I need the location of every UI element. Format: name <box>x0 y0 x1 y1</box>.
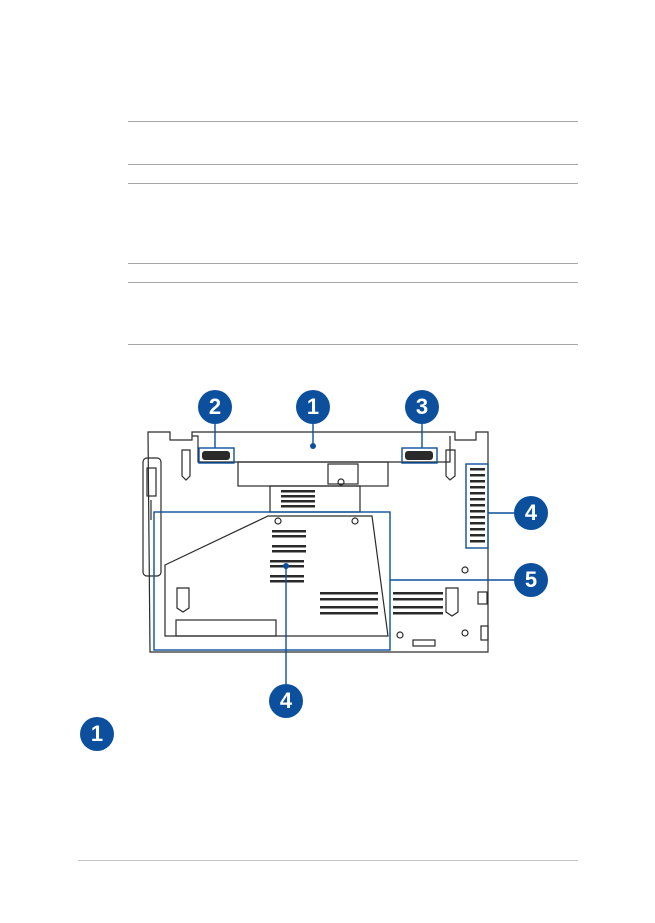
label-plate <box>327 463 359 485</box>
callout-1: 1 <box>296 390 330 424</box>
laptop-bottom-view-diagram <box>142 424 516 684</box>
callout-5: 5 <box>514 563 548 597</box>
table-row-divider <box>128 164 578 165</box>
vent-grille-bottom-left <box>320 592 378 615</box>
foot-bottom-right <box>445 587 459 617</box>
service-cover <box>164 515 389 637</box>
battery-latch-left <box>202 451 230 460</box>
foot-top-right <box>445 449 456 481</box>
foot-bottom-left <box>176 587 190 613</box>
vent-grille-right-side <box>470 468 485 543</box>
screw <box>461 629 469 637</box>
vent-grille-top <box>281 490 315 508</box>
screw <box>337 478 345 486</box>
battery-bay <box>192 435 451 463</box>
compartment-highlight <box>153 511 391 651</box>
screw <box>274 517 282 525</box>
vent-grille-bottom-right <box>393 592 443 615</box>
table-bottom-rule <box>128 344 578 345</box>
battery-pointer-dot <box>310 443 316 449</box>
chassis-outline <box>147 431 489 653</box>
top-plate <box>237 461 389 487</box>
left-port-strip <box>142 457 162 577</box>
table-row-divider <box>128 183 578 184</box>
left-port-slot <box>146 467 157 497</box>
bottom-label <box>412 639 436 647</box>
latch-right-highlight <box>401 447 438 464</box>
screw <box>461 566 469 574</box>
footer-rule <box>78 860 578 861</box>
vent-grille-cover <box>270 530 306 583</box>
right-port-1 <box>477 591 488 605</box>
vent-housing-top <box>269 485 361 513</box>
vent-pointer-dot <box>283 563 289 569</box>
side-vent-highlight <box>465 463 489 549</box>
table-top-rule <box>128 121 578 122</box>
battery-latch-right <box>405 451 433 460</box>
callout-2: 2 <box>198 390 232 424</box>
table-row-divider <box>128 263 578 264</box>
screw <box>351 517 359 525</box>
callout-4-bottom: 4 <box>269 684 303 718</box>
right-port-2 <box>480 625 489 641</box>
callout-4-right: 4 <box>514 496 548 530</box>
callout-3: 3 <box>405 390 439 424</box>
ssd-slot-outline <box>175 619 277 637</box>
foot-top-left <box>181 449 191 481</box>
latch-left-highlight <box>198 447 235 464</box>
table-row-divider <box>128 282 578 283</box>
legend-callout-1: 1 <box>80 717 114 751</box>
screw <box>396 631 404 639</box>
